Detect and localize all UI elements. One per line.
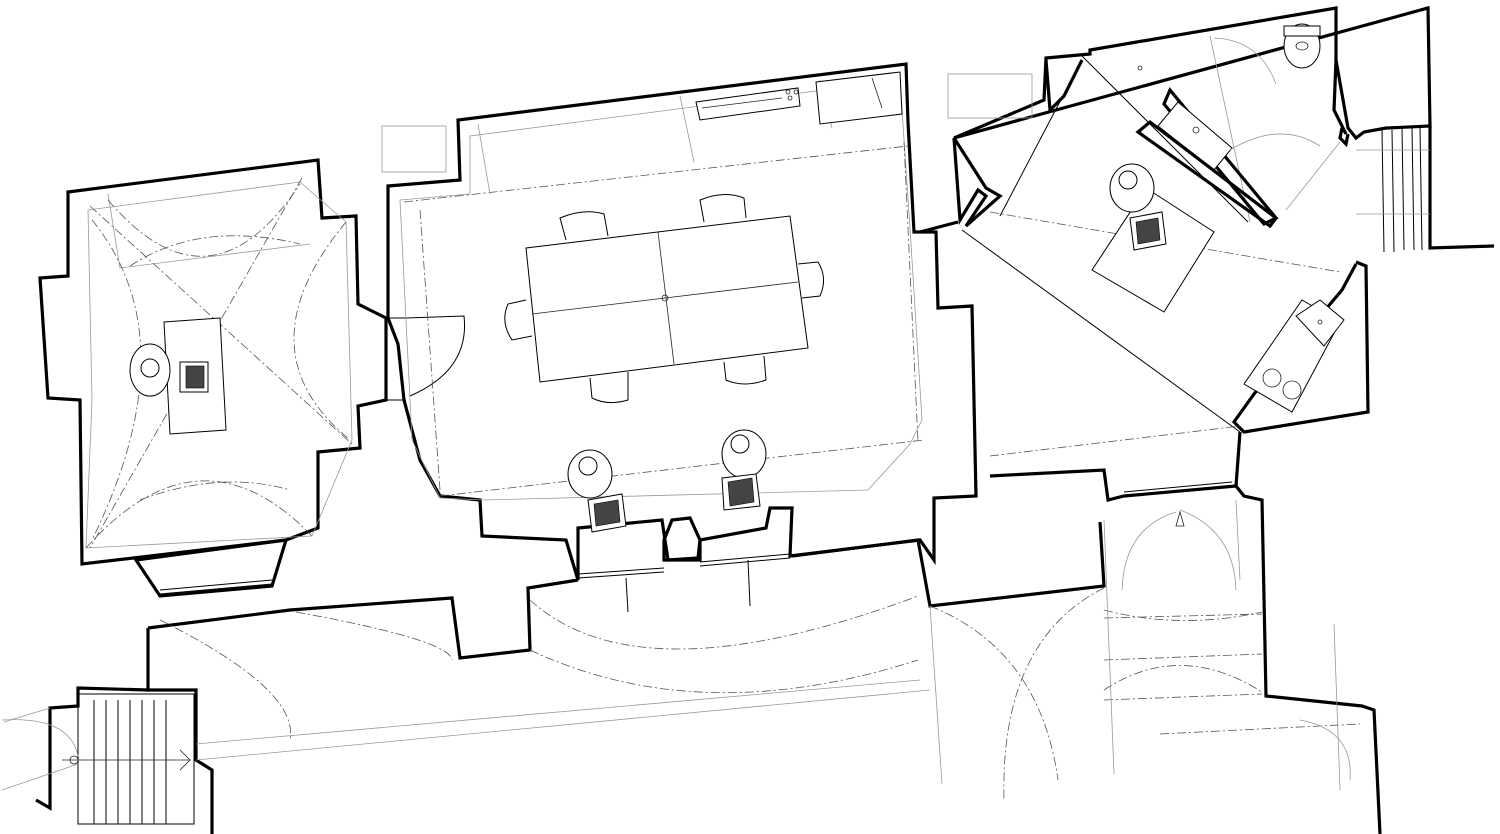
- worker-west: [129, 343, 209, 397]
- outdoor-dashes: [159, 499, 1361, 801]
- meeting-chairs: [504, 194, 824, 404]
- meeting-table: [525, 215, 809, 383]
- worker-meeting-1: [567, 449, 627, 533]
- stairs-west: [1, 693, 195, 825]
- bench-appliance: [695, 71, 903, 125]
- worker-meeting-2: [721, 429, 767, 511]
- meeting-room: [386, 62, 978, 613]
- office-west-room: [38, 158, 388, 598]
- doorway-west-meeting: [386, 315, 466, 401]
- desk-east: [1091, 187, 1215, 313]
- toilet-fixture: [1283, 23, 1321, 69]
- office-east-room: [381, 5, 1495, 527]
- kitchenette: [1243, 299, 1345, 413]
- worker-east: [1109, 163, 1167, 251]
- stairs-east: [1356, 127, 1430, 253]
- exterior-wall: [35, 485, 1382, 834]
